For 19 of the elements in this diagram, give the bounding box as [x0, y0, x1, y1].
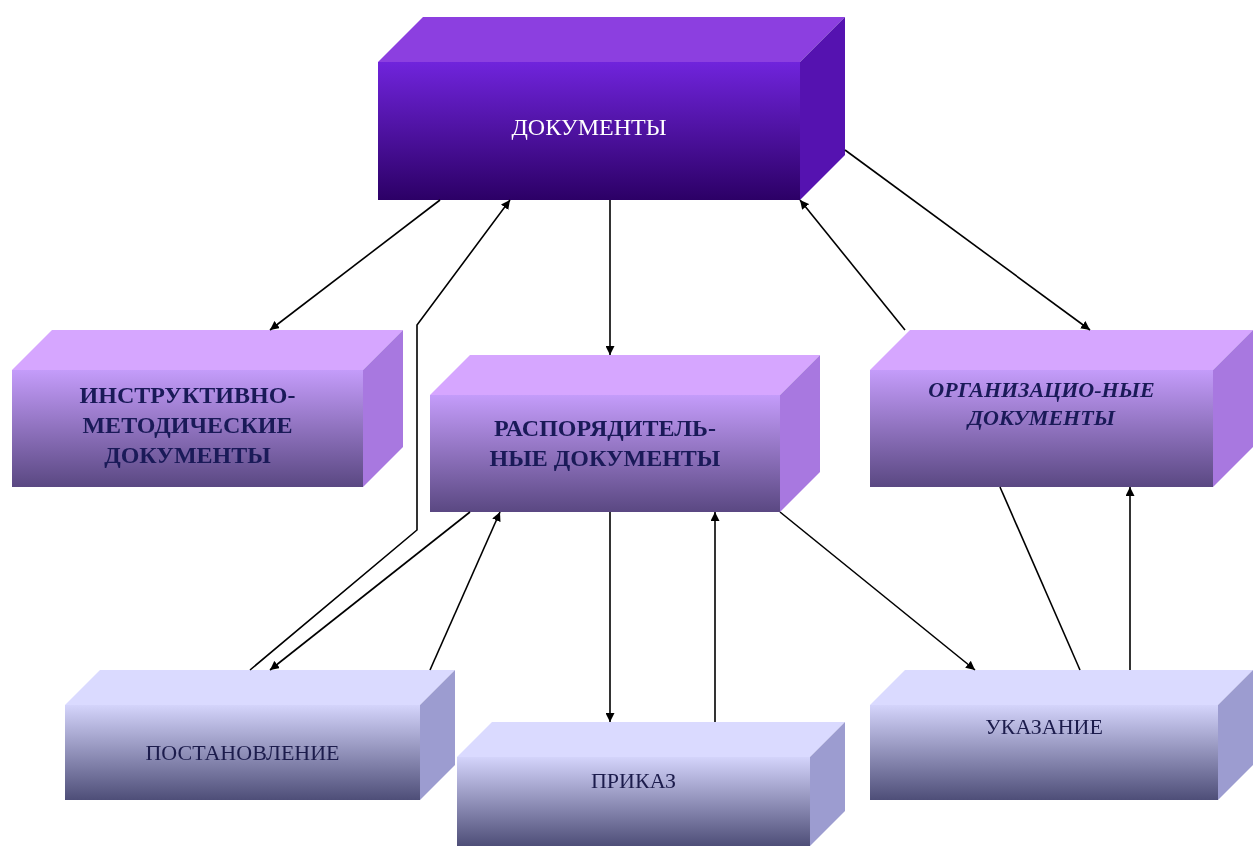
- arrow: [249, 199, 511, 671]
- arrow: [1125, 486, 1135, 671]
- arrow: [429, 511, 501, 671]
- arrow: [605, 199, 615, 356]
- arrow: [269, 511, 471, 671]
- arrow: [844, 149, 1091, 331]
- block-label: ИНСТРУКТИВНО- МЕТОДИЧЕСКИЕ ДОКУМЕНТЫ: [78, 381, 297, 470]
- arrow: [779, 511, 976, 671]
- block-label: ПРИКАЗ: [590, 767, 676, 795]
- block-label: РАСПОРЯДИТЕЛЬ- НЫЕ ДОКУМЕНТЫ: [488, 414, 722, 473]
- connector-line: [999, 486, 1081, 671]
- arrow: [799, 199, 906, 331]
- block-label: ДОКУМЕНТЫ: [511, 113, 667, 142]
- block-label: ПОСТАНОВЛЕНИЕ: [145, 739, 340, 767]
- arrow: [710, 511, 720, 723]
- arrow: [605, 511, 615, 723]
- arrow: [269, 199, 441, 331]
- block-label: УКАЗАНИЕ: [985, 713, 1103, 741]
- block-label: ОРГАНИЗАЦИО-НЫЕ ДОКУМЕНТЫ: [927, 376, 1156, 431]
